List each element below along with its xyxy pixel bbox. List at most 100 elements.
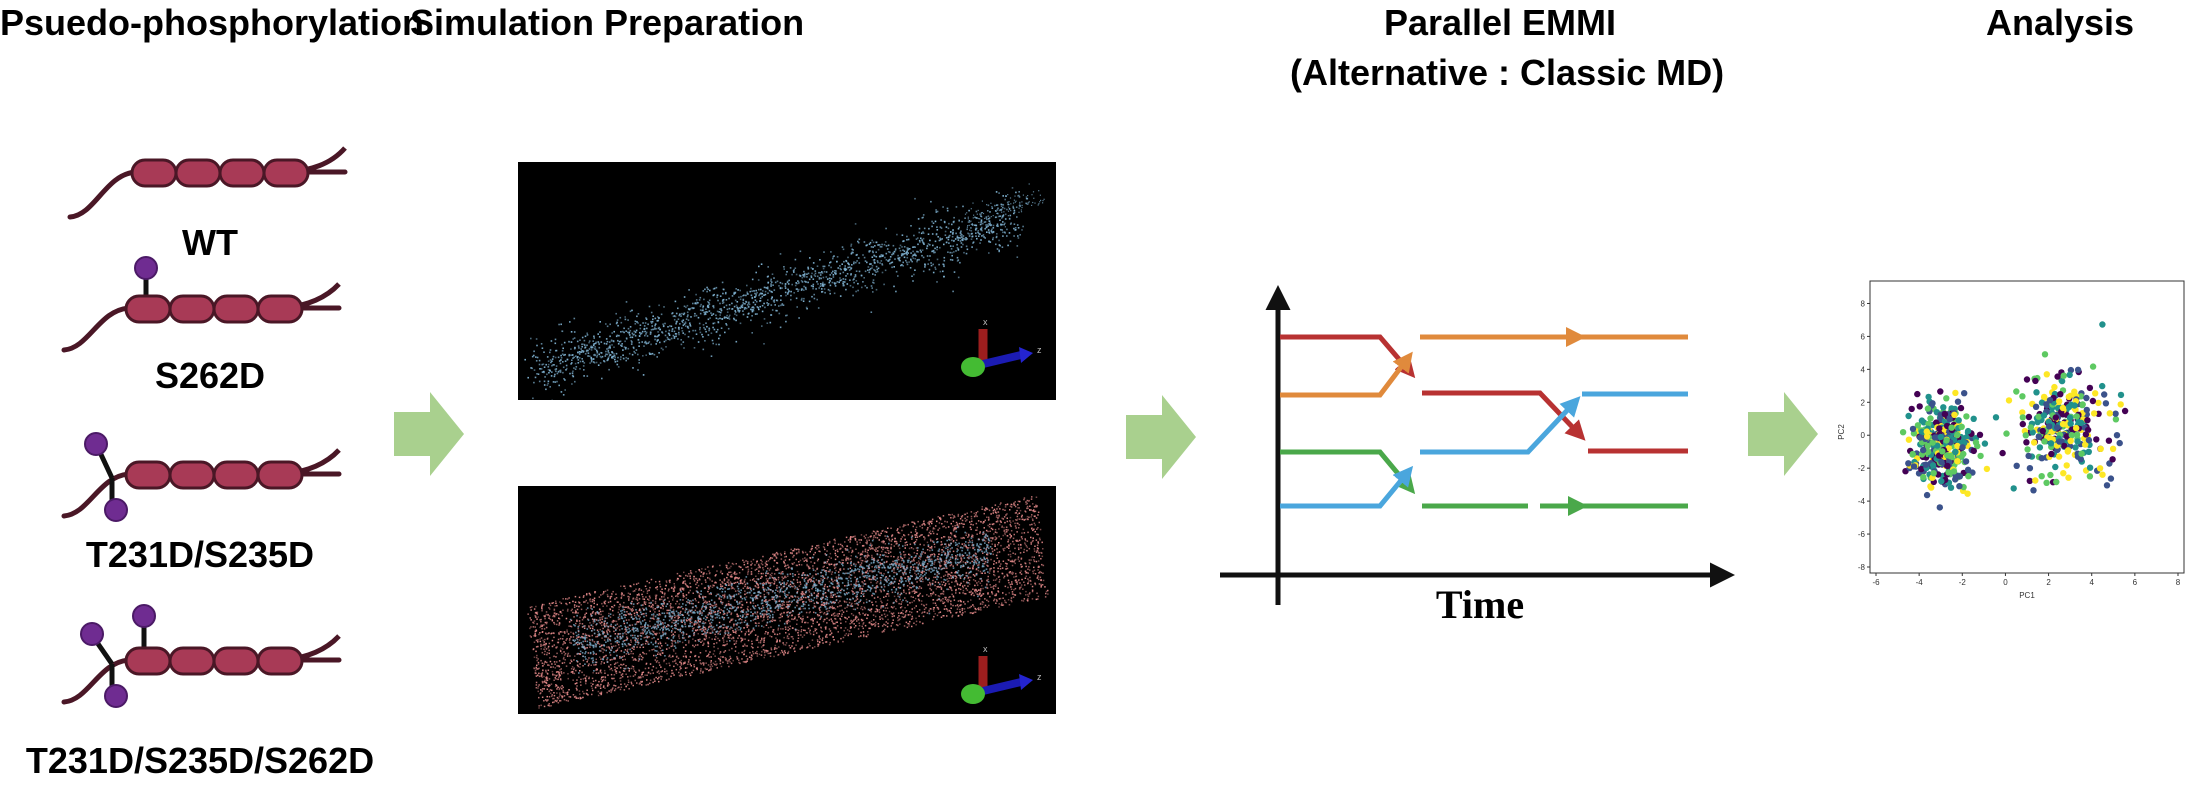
scatter-point [2082, 431, 2090, 438]
scatter-point [2019, 409, 2026, 416]
scatter-point [1909, 425, 1917, 433]
scatter-point [1905, 412, 1912, 420]
scatter-point [2112, 410, 2119, 417]
scatter-point [1905, 436, 1913, 443]
scatter-point [1910, 463, 1918, 470]
flow-arrow-3 [1748, 392, 1818, 476]
scatter-point [2040, 393, 2048, 401]
scatter-point [2099, 321, 2106, 328]
scatter-point [1944, 452, 1951, 459]
scatter-point [2032, 477, 2039, 484]
scatter-point [1920, 474, 1927, 481]
simulation-panel-solvated: x z [518, 486, 1056, 714]
scatter-point [2047, 435, 2054, 442]
scatter-point [1905, 460, 1912, 467]
scatter-point [2096, 465, 2104, 472]
scatter-point [2065, 393, 2072, 401]
scatter-point [1924, 405, 1932, 412]
scatter-point [1972, 439, 1980, 446]
scatter-point [2055, 453, 2063, 460]
scatter-point [1909, 451, 1916, 458]
scatter-point [2067, 437, 2074, 445]
scatter-point [2032, 377, 2039, 385]
scatter-point [2074, 438, 2081, 445]
scatter-point [1936, 425, 1943, 432]
scatter-point [2073, 431, 2081, 438]
scatter-point [2086, 384, 2094, 392]
scatter-point [2043, 371, 2050, 378]
axes-triad-icon: x z [961, 644, 1042, 704]
scatter-point [1947, 484, 1955, 491]
scatter-point [1923, 428, 1930, 435]
scatter-point [2103, 482, 2111, 489]
scatter-point [2067, 420, 2074, 427]
scatter-point [2035, 433, 2043, 440]
scatter-point [2013, 462, 2020, 469]
scatter-point [1946, 416, 1953, 423]
scatter-point [1964, 490, 1971, 497]
scatter-point [2117, 391, 2125, 399]
scatter-point [1943, 395, 1950, 402]
x-tick-label: -4 [1916, 578, 1924, 587]
scatter-point [1999, 449, 2006, 457]
scatter-point [2024, 446, 2031, 453]
scatter-point [2066, 371, 2073, 379]
scatter-point [2030, 487, 2037, 494]
scatter-point [1937, 388, 1944, 395]
scatter-point [1952, 448, 1959, 456]
scatter-point [2089, 397, 2097, 405]
scatter-point [2035, 413, 2042, 420]
scatter-point [1961, 390, 1968, 397]
scatter-point [1945, 444, 1952, 452]
scatter-point [2071, 388, 2078, 395]
scatter-point [1937, 433, 1944, 441]
scatter-point [2003, 430, 2010, 437]
protein-variants-diagram [61, 146, 348, 708]
scatter-point [2066, 414, 2074, 421]
y-tick-label: -6 [1858, 530, 1866, 539]
scatter-point [2005, 397, 2013, 404]
scatter-point [2102, 400, 2110, 407]
scatter-point [2068, 432, 2075, 439]
protein-t231d-s235d-s262d-icon [61, 604, 342, 708]
replica-green-line [1280, 449, 1416, 495]
axis-z-label: z [1037, 345, 1042, 355]
x-axis-label: PC1 [2019, 591, 2035, 600]
scatter-point [2041, 351, 2049, 358]
scatter-point [1958, 423, 1965, 430]
y-axis-label: PC2 [1837, 424, 1846, 440]
scatter-point [2077, 393, 2085, 400]
scatter-point [2039, 427, 2046, 435]
scatter-point [2029, 429, 2036, 436]
scatter-point [2113, 432, 2121, 439]
scatter-point [2022, 432, 2029, 439]
replica-exchange-diagram: Time [1220, 285, 1735, 627]
scatter-point [2023, 439, 2030, 446]
y-tick-label: 4 [1861, 365, 1866, 374]
scatter-point [1939, 448, 1946, 455]
simulation-panel-vacuum: x z [518, 162, 1056, 400]
scatter-point [2019, 393, 2026, 400]
scatter-point [1983, 465, 1991, 473]
scatter-point [2099, 471, 2106, 478]
scatter-point [2027, 424, 2034, 431]
scatter-point [2019, 414, 2026, 421]
scatter-point [1952, 389, 1959, 397]
scatter-point [1964, 466, 1972, 473]
scatter-point [2077, 419, 2085, 426]
protein-fibril-atoms [524, 183, 1045, 400]
scatter-point [1977, 452, 1984, 460]
scatter-point [2013, 388, 2020, 395]
scatter-point [2121, 407, 2129, 415]
scatter-point [1924, 442, 1931, 450]
scatter-point [2025, 413, 2033, 421]
y-tick-label: -4 [1858, 497, 1866, 506]
scatter-point [2048, 450, 2055, 458]
scatter-point [2083, 406, 2090, 414]
replica-red-line-2 [1422, 390, 1586, 441]
scatter-point [2097, 445, 2104, 452]
scatter-point [2092, 390, 2099, 397]
scatter-point [1916, 403, 1923, 410]
scatter-point [1914, 390, 1921, 398]
